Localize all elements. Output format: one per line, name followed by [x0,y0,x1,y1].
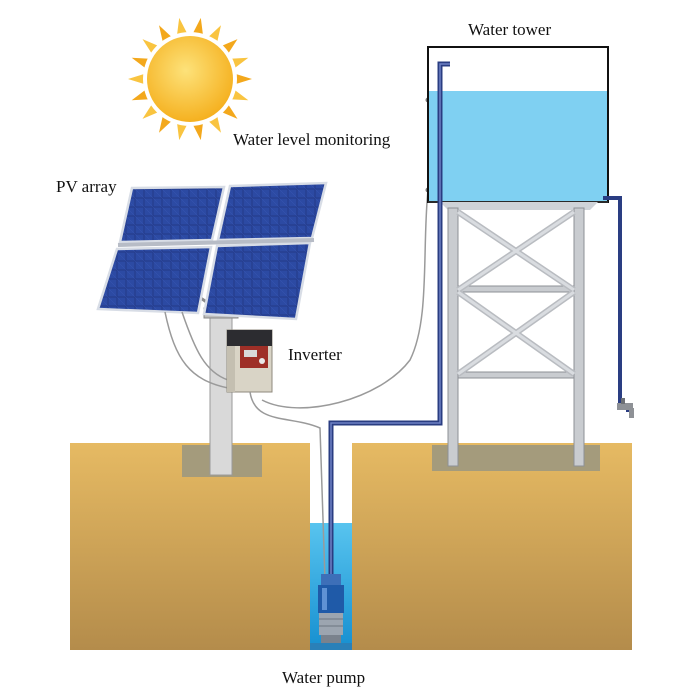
label-water-tower: Water tower [468,20,551,39]
water-pump [318,574,344,643]
pump-cable [249,391,326,581]
supply-pipe [328,61,450,600]
tower-foundation [432,445,600,471]
tank-water [429,91,607,201]
pv-panel [216,181,328,242]
pv-cable [164,311,229,389]
pv-cable [181,311,229,381]
pv-array [96,181,328,321]
label-water-pump: Water pump [282,668,365,687]
sensor-cable [261,100,429,409]
pv-panel [202,241,312,321]
water-tower [427,46,609,467]
pv-panel [118,185,226,244]
faucet-icon [617,398,634,418]
label-inverter: Inverter [288,345,342,364]
sun-icon [128,17,252,141]
sun-ray [176,17,188,36]
pv-panel [96,245,213,315]
label-pv-array: PV array [56,177,117,196]
sun-ray [192,122,204,141]
sun-ray [234,73,252,85]
label-water-level-monitoring: Water level monitoring [233,130,391,149]
sun-ray [128,73,146,85]
well-bottom [310,643,352,650]
outlet-pipe [603,196,630,412]
inverter-unit [226,329,273,393]
sun-ray [176,122,188,141]
sun-ray [192,17,204,36]
ground-left [70,443,310,650]
ground-right [352,443,632,650]
